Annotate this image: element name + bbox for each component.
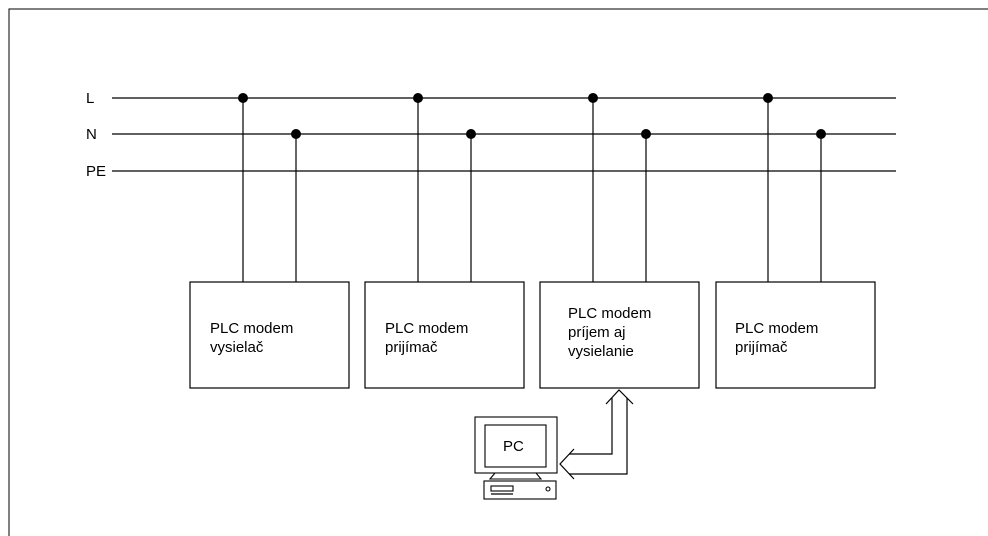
monitor-stand bbox=[488, 472, 543, 480]
modem-3-box bbox=[539, 281, 700, 389]
modem-4-label-line-2: prijímač bbox=[735, 339, 788, 356]
modem-3: PLC modem príjem aj vysielanie bbox=[539, 93, 700, 389]
link-inner-path bbox=[569, 398, 613, 455]
junction-dot bbox=[238, 93, 248, 103]
bus-lines: L N PE bbox=[86, 90, 896, 180]
modem-4-label-line-1: PLC modem bbox=[735, 320, 818, 337]
modem-3-label-line-2: príjem aj bbox=[568, 324, 626, 341]
junction-dot bbox=[816, 129, 826, 139]
modem-2: PLC modem prijímač bbox=[364, 93, 525, 389]
junction-dot bbox=[588, 93, 598, 103]
modem-2-label: PLC modem prijímač bbox=[385, 320, 473, 356]
bus-label-pe: PE bbox=[86, 163, 106, 180]
pc-modem-link bbox=[559, 389, 634, 480]
modem-1-box bbox=[189, 281, 350, 389]
modem-1-label-line-2: vysielač bbox=[210, 339, 264, 356]
junction-dot bbox=[763, 93, 773, 103]
up-arrow-icon bbox=[605, 389, 634, 405]
bus-line-n: N bbox=[86, 126, 896, 143]
pc-computer: PC bbox=[474, 416, 558, 500]
modem-1-label: PLC modem vysielač bbox=[210, 320, 298, 356]
disk-drive-icon bbox=[490, 485, 514, 492]
modem-4-label: PLC modem prijímač bbox=[735, 320, 823, 356]
modem-4: PLC modem prijímač bbox=[715, 93, 876, 389]
modem-3-label: PLC modem príjem aj vysielanie bbox=[568, 305, 656, 360]
monitor-screen bbox=[484, 424, 547, 468]
power-button-icon bbox=[545, 486, 551, 492]
pc-label: PC bbox=[503, 438, 524, 455]
modem-1: PLC modem vysielač bbox=[189, 93, 350, 389]
junction-dot bbox=[641, 129, 651, 139]
junction-dot bbox=[291, 129, 301, 139]
bus-label-n: N bbox=[86, 126, 97, 143]
junction-dot bbox=[413, 93, 423, 103]
modem-4-box bbox=[715, 281, 876, 389]
modem-3-label-line-3: vysielanie bbox=[568, 343, 634, 360]
modem-3-label-line-1: PLC modem bbox=[568, 305, 651, 322]
left-arrow-icon bbox=[559, 448, 575, 480]
junction-dot bbox=[466, 129, 476, 139]
modem-2-box bbox=[364, 281, 525, 389]
modem-2-label-line-2: prijímač bbox=[385, 339, 438, 356]
link-outer-path bbox=[569, 398, 628, 475]
bus-line-l: L bbox=[86, 90, 896, 107]
diagram-frame bbox=[8, 8, 988, 536]
bus-label-l: L bbox=[86, 90, 94, 107]
modem-2-label-line-1: PLC modem bbox=[385, 320, 468, 337]
modem-1-label-line-1: PLC modem bbox=[210, 320, 293, 337]
bus-line-pe: PE bbox=[86, 163, 896, 180]
